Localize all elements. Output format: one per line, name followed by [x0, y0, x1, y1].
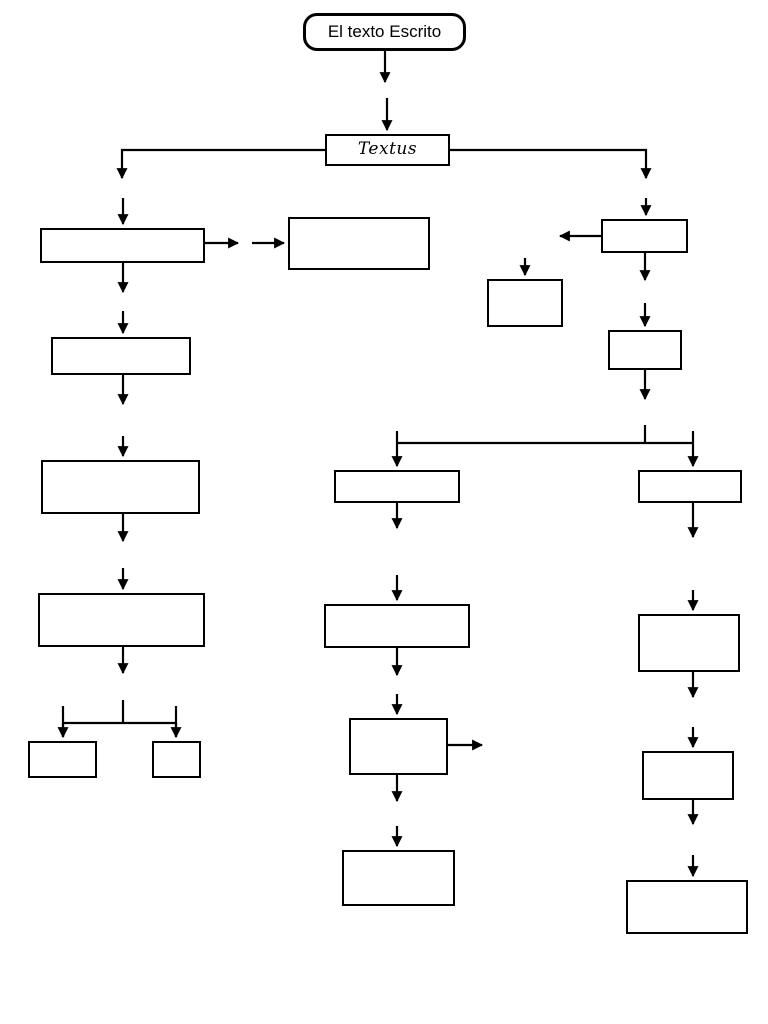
node-left-2[interactable]: [51, 337, 191, 375]
node-right-5[interactable]: [642, 751, 734, 800]
node-textus[interactable]: Textus: [325, 134, 450, 166]
node-right-6[interactable]: [626, 880, 748, 934]
node-right-1[interactable]: [601, 219, 688, 253]
node-center-3[interactable]: [349, 718, 448, 775]
node-right-4[interactable]: [638, 614, 740, 672]
node-left-1-side[interactable]: [288, 217, 430, 270]
edge-l4-split: [61, 700, 178, 737]
node-center-1[interactable]: [334, 470, 460, 503]
node-label-root: El texto Escrito: [327, 22, 442, 42]
node-right-1-side[interactable]: [487, 279, 563, 327]
node-left-3[interactable]: [41, 460, 200, 514]
node-right-3[interactable]: [638, 470, 742, 503]
node-left-4[interactable]: [38, 593, 205, 647]
node-left-1[interactable]: [40, 228, 205, 263]
node-center-2[interactable]: [324, 604, 470, 648]
node-center-4[interactable]: [342, 850, 455, 906]
edge-textus-right: [450, 148, 652, 180]
node-left-5a[interactable]: [28, 741, 97, 778]
node-label-textus: Textus: [357, 139, 418, 160]
edge-textus-left: [116, 148, 325, 180]
node-right-2[interactable]: [608, 330, 682, 370]
node-el-texto-escrito[interactable]: El texto Escrito: [303, 13, 466, 51]
node-left-5b[interactable]: [152, 741, 201, 778]
edge-split-bar: [397, 425, 693, 445]
